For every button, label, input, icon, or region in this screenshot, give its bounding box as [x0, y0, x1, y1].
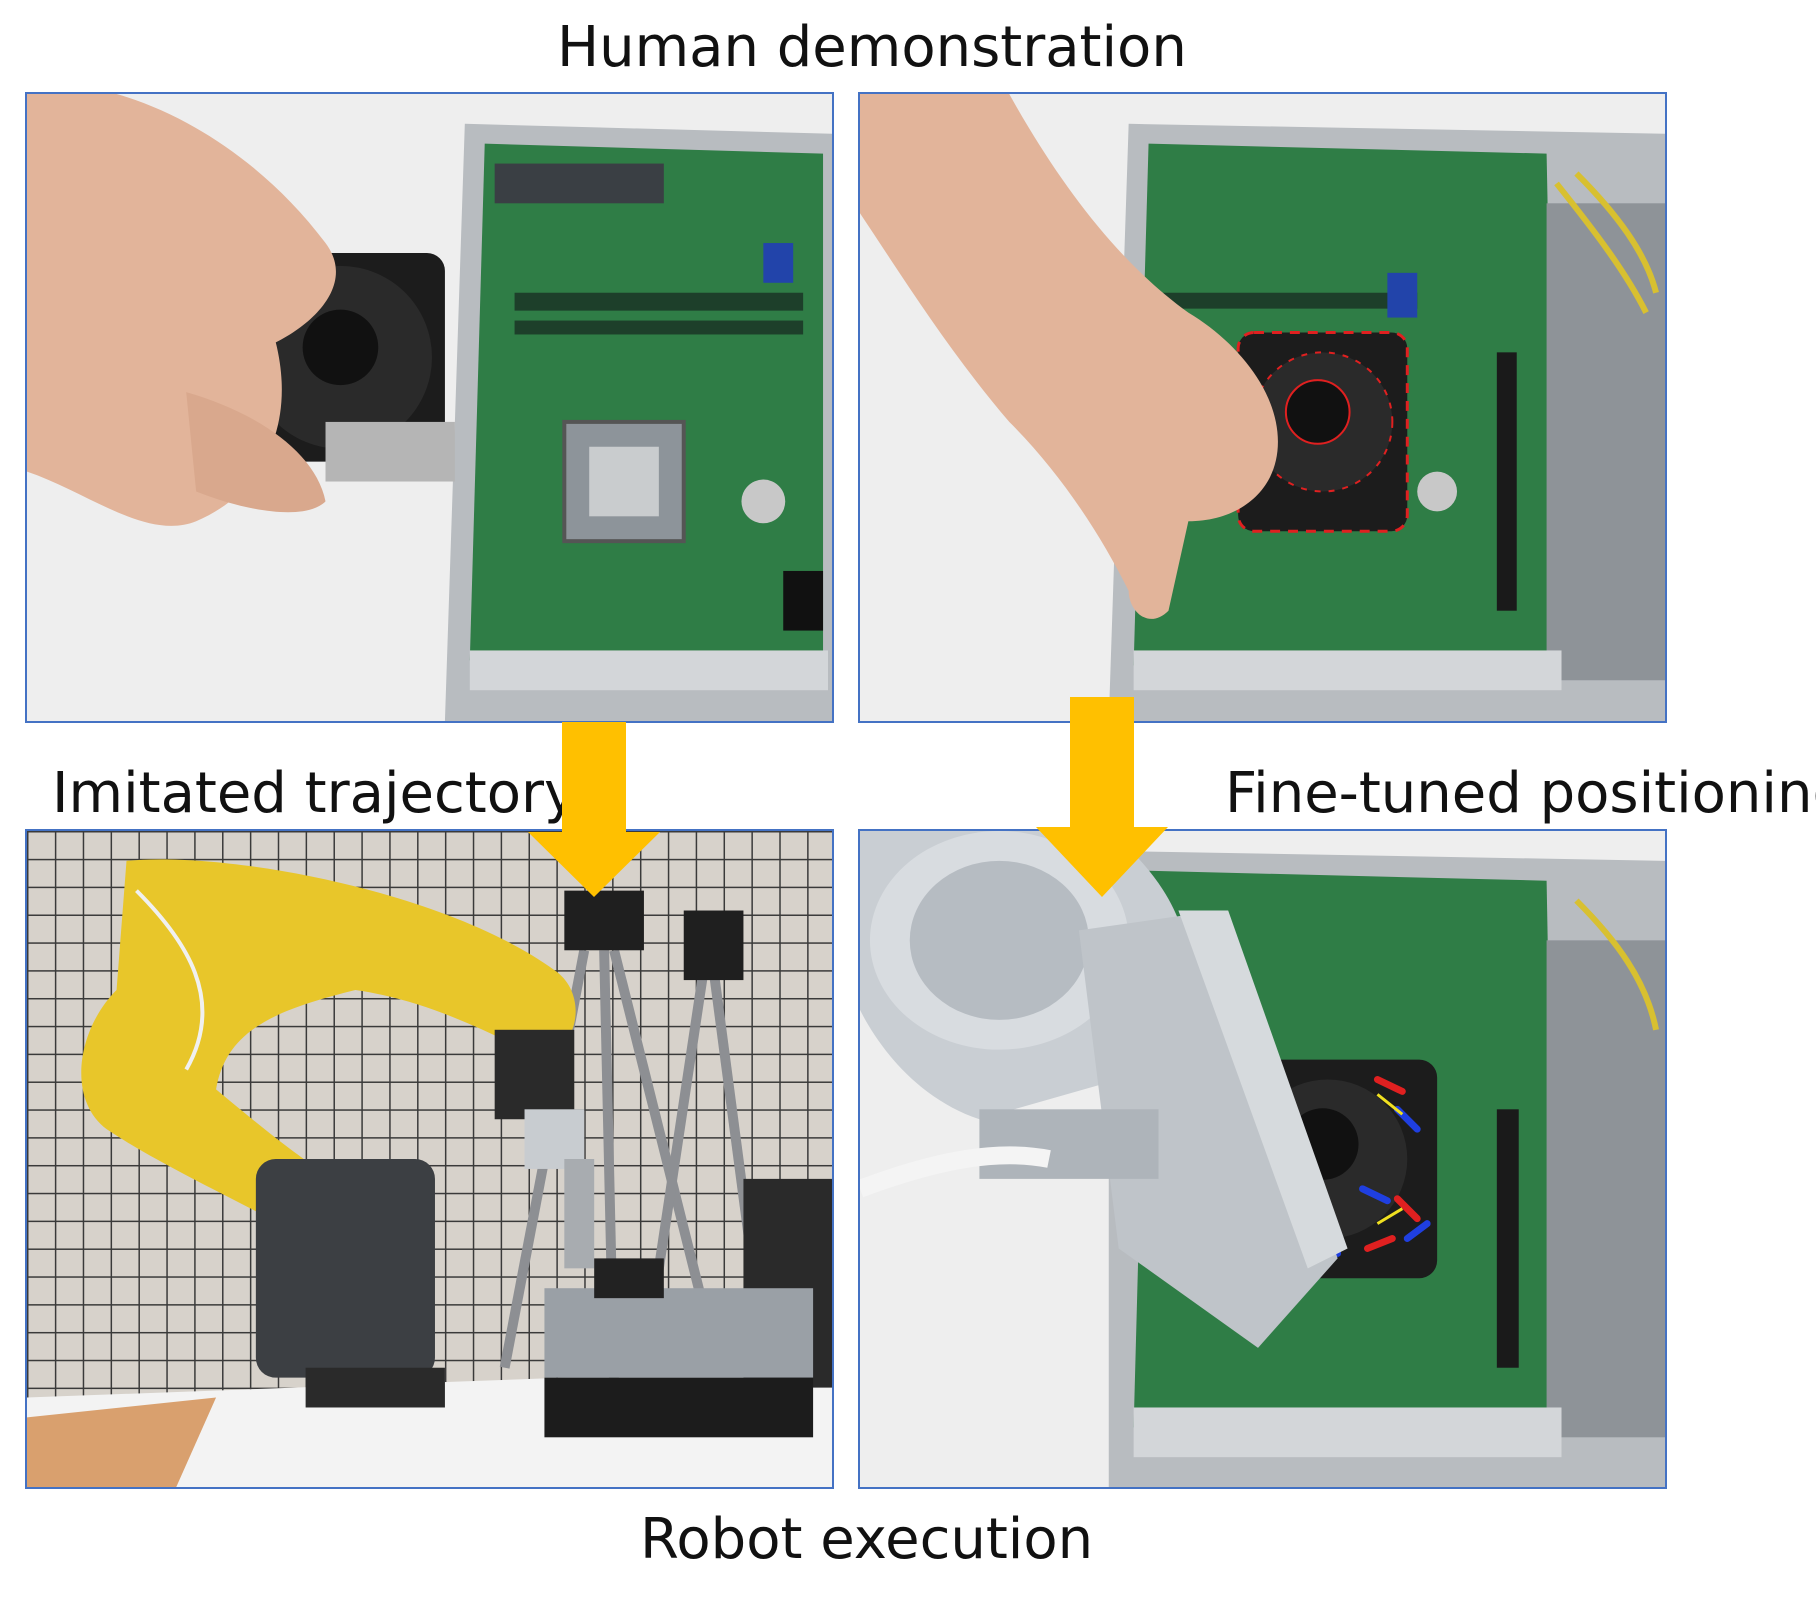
- imitated-trajectory-label: Imitated trajectory: [52, 761, 578, 826]
- human-demo-photo-2: [858, 92, 1667, 723]
- robot-execution-photo-2: [858, 829, 1667, 1489]
- human-demonstration-label: Human demonstration: [557, 15, 1187, 80]
- down-arrow-icon: [528, 722, 660, 897]
- down-arrow-icon: [1036, 697, 1168, 897]
- fine-tuned-positioning-label: Fine-tuned positioning: [1225, 761, 1816, 826]
- human-demo-photo-1: [25, 92, 834, 723]
- robot-execution-photo-1: [25, 829, 834, 1489]
- robot-execution-label: Robot execution: [640, 1507, 1094, 1572]
